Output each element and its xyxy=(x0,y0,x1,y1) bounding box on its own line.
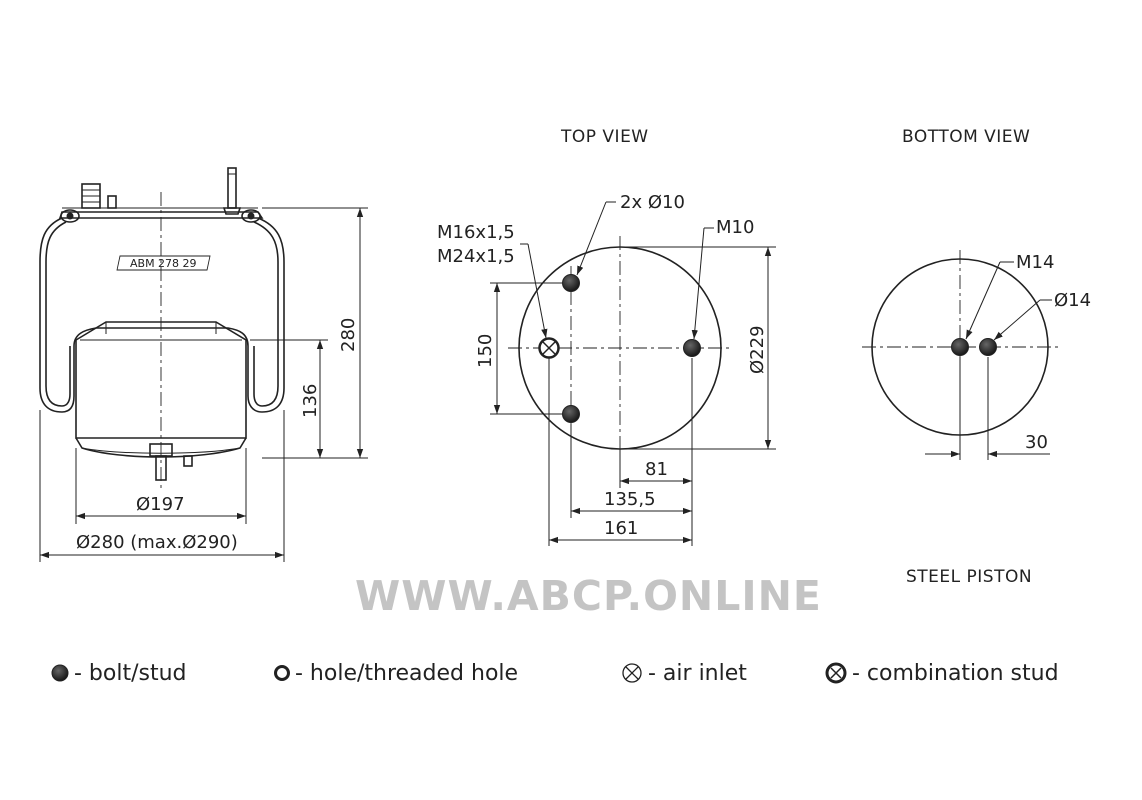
bellow xyxy=(39,217,285,413)
part-label-text: ABM 278 29 xyxy=(130,257,197,270)
legend-text-combination: - combination stud xyxy=(852,661,1059,686)
legend-text-hole: - hole/threaded hole xyxy=(295,661,518,686)
top-view-title: TOP VIEW xyxy=(560,127,649,147)
label-holes: 2x Ø10 xyxy=(620,192,685,213)
dim-height-total: 280 xyxy=(338,318,359,352)
stud-d14 xyxy=(979,338,997,356)
legend: - bolt/stud - hole/threaded hole - air i… xyxy=(51,661,1059,686)
part-label xyxy=(116,255,211,271)
label-d14: Ø14 xyxy=(1054,290,1091,311)
stud-m14 xyxy=(951,338,969,356)
label-thread-1: M16x1,5 xyxy=(437,222,515,243)
piston-title: STEEL PISTON xyxy=(906,567,1032,587)
legend-item-air: - air inlet xyxy=(622,661,747,686)
dim-229: Ø229 xyxy=(747,325,768,374)
bolt-stud-icon xyxy=(51,664,69,682)
air-fitting xyxy=(81,183,117,209)
dim-outer-dia: Ø280 (max.Ø290) xyxy=(76,532,238,553)
top-view: TOP VIEW 2x Ø10 M10 M16x1,5 M24x1,5 150 xyxy=(437,127,776,546)
mounting-stud xyxy=(222,167,242,215)
label-m14: M14 xyxy=(1016,252,1054,273)
dim-81: 81 xyxy=(645,459,668,480)
combination-stud-icon xyxy=(825,662,847,684)
dim-150: 150 xyxy=(475,334,496,368)
dim-height-piston: 136 xyxy=(300,384,321,418)
dim-161: 161 xyxy=(604,518,638,539)
crimp-left xyxy=(60,209,80,223)
hole-icon xyxy=(274,665,290,681)
legend-item-bolt: - bolt/stud xyxy=(51,661,187,686)
bottom-view-title: BOTTOM VIEW xyxy=(902,127,1030,147)
label-m10: M10 xyxy=(716,217,754,238)
side-view: ABM 278 29 280 136 Ø197 Ø280 (max.Ø290) xyxy=(39,167,368,562)
legend-text-bolt: - bolt/stud xyxy=(74,661,187,686)
stud-bottom xyxy=(562,405,580,423)
combination-stud xyxy=(538,337,560,359)
stud-m10 xyxy=(683,339,701,357)
dim-135: 135,5 xyxy=(604,489,656,510)
stud-top xyxy=(562,274,580,292)
dim-30: 30 xyxy=(1025,432,1048,453)
legend-item-hole: - hole/threaded hole xyxy=(274,661,518,686)
legend-item-combination: - combination stud xyxy=(825,661,1059,686)
bottom-view: BOTTOM VIEW M14 Ø14 30 STEEL PISTON xyxy=(862,127,1091,587)
air-inlet-icon xyxy=(622,663,642,683)
watermark: WWW.ABCP.ONLINE xyxy=(355,572,822,620)
dim-piston-dia: Ø197 xyxy=(136,494,185,515)
label-thread-2: M24x1,5 xyxy=(437,246,515,267)
crimp-right xyxy=(241,209,261,223)
legend-text-air: - air inlet xyxy=(648,661,747,686)
